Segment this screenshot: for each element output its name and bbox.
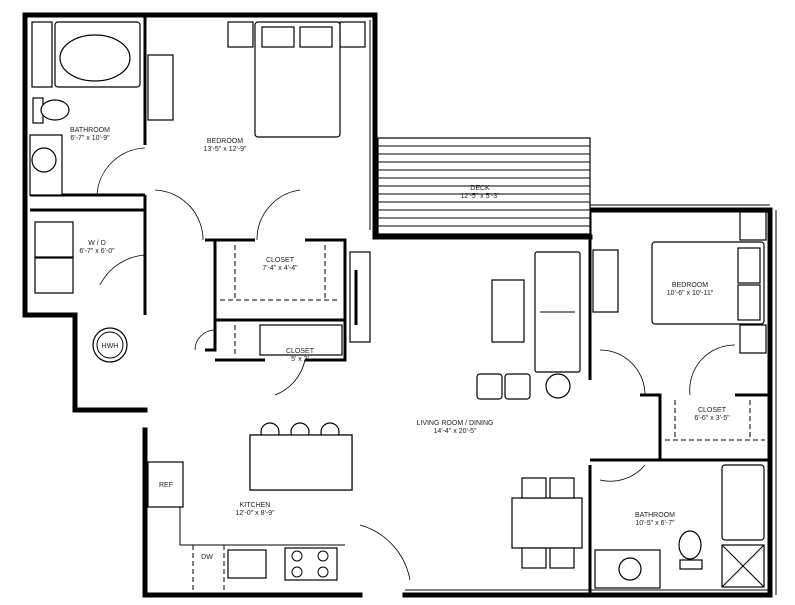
range [284, 547, 338, 581]
chair [549, 477, 575, 499]
sink [31, 147, 57, 173]
room-size-living: 14'-4" x 20'-5" [433, 428, 477, 435]
door-bed2 [599, 349, 646, 396]
toilet [40, 99, 70, 121]
nightstand [739, 324, 767, 354]
dresser [592, 249, 619, 313]
ottoman [504, 373, 531, 400]
bedroom-2: BEDROOM 10'-6" x 10'-11" CLOSET 6'-6" x … [592, 211, 767, 441]
door-closet1-right [256, 189, 301, 241]
tv-console [349, 251, 371, 343]
pillow [299, 26, 333, 48]
dryer [34, 257, 74, 294]
chair [521, 547, 547, 569]
room-name-wd: W / D [88, 240, 106, 247]
room-size-closet2: 5' x 2' [291, 356, 309, 363]
door-closet2 [274, 359, 306, 396]
room-size-deck: 12'-5" x 5'-3" [460, 193, 500, 200]
side-table [545, 373, 571, 399]
door-bath1 [96, 147, 146, 196]
room-name-bed2: BEDROOM [672, 282, 708, 289]
pillow [737, 247, 761, 284]
entry-door [359, 524, 411, 581]
door-closet1-left [154, 189, 204, 241]
nightstand [339, 21, 366, 48]
room-name-kitchen: KITCHEN [240, 502, 271, 509]
room-name-closet2: CLOSET [286, 348, 315, 355]
chair [521, 477, 547, 499]
chair [549, 547, 575, 569]
room-size-bed1: 13'-5" x 12'-9" [203, 146, 247, 153]
dining-table [511, 497, 583, 549]
bed [651, 241, 765, 325]
bed [254, 21, 341, 138]
laundry: W / D 6'-7" x 6'-0" HWH [34, 221, 128, 363]
pillow [261, 26, 295, 48]
pillow [737, 284, 761, 321]
room-name-living: LIVING ROOM / DINING [416, 420, 493, 427]
doors[interactable] [96, 147, 736, 581]
room-name-bed1: BEDROOM [207, 138, 243, 145]
room-size-wd: 6'-7" x 6'-0" [79, 248, 115, 255]
room-name-bath1: BATHROOM [70, 127, 110, 134]
ottoman [476, 373, 503, 400]
deck: DECK 12'-5" x 5'-3" [377, 137, 591, 235]
dresser [147, 54, 174, 121]
coffee-table [491, 279, 525, 343]
nightstand [227, 21, 254, 48]
washer [34, 221, 74, 258]
room-name-deck: DECK [470, 185, 490, 192]
door-hwh [194, 329, 216, 351]
living-room: LIVING ROOM / DINING 14'-4" x 20'-5" [349, 251, 583, 569]
exterior-walls [22, 12, 777, 598]
room-name-bath2: BATHROOM [635, 512, 675, 519]
room-size-closet1: 7'-4" x 4'-4" [262, 265, 298, 272]
door-wd [99, 254, 146, 286]
door-bath2 [599, 464, 646, 482]
refrigerator [147, 461, 184, 508]
room-size-bath2: 10'-5" x 6'-7" [635, 520, 675, 527]
room-size-closet3: 6'-6" x 3'-5" [694, 415, 730, 422]
toilet-tank [679, 559, 703, 570]
room-size-kitchen: 12'-0" x 8'-9" [235, 510, 275, 517]
bathtub [721, 464, 765, 541]
sink [618, 557, 642, 581]
toilet [678, 530, 702, 560]
hwh-label: HWH [102, 343, 119, 350]
bathroom-2: BATHROOM 10'-5" x 6'-7" [594, 464, 765, 589]
dw-label: DW [201, 554, 213, 561]
bedroom-1: BEDROOM 13'-5" x 12'-9" [147, 21, 366, 153]
water-heater [92, 327, 128, 363]
nightstand [739, 211, 767, 241]
kitchen: REF DW KITCHEN 12'-0" x 8'-9" [147, 422, 353, 590]
room-size-bed2: 10'-6" x 10'-11" [667, 290, 714, 297]
room-size-bath1: 6'-7" x 10'-9" [70, 135, 110, 142]
room-name-closet1: CLOSET [266, 257, 295, 264]
ref-label: REF [159, 482, 173, 489]
shower [31, 21, 53, 88]
sink [227, 549, 267, 579]
room-name-closet3: CLOSET [698, 407, 727, 414]
bathroom-1-fixtures: BATHROOM 6'-7" x 10'-9" [29, 21, 141, 196]
door-closet3 [689, 344, 736, 396]
closets: CLOSET 7'-4" x 4'-4" CLOSET 5' x 2' [220, 245, 343, 363]
